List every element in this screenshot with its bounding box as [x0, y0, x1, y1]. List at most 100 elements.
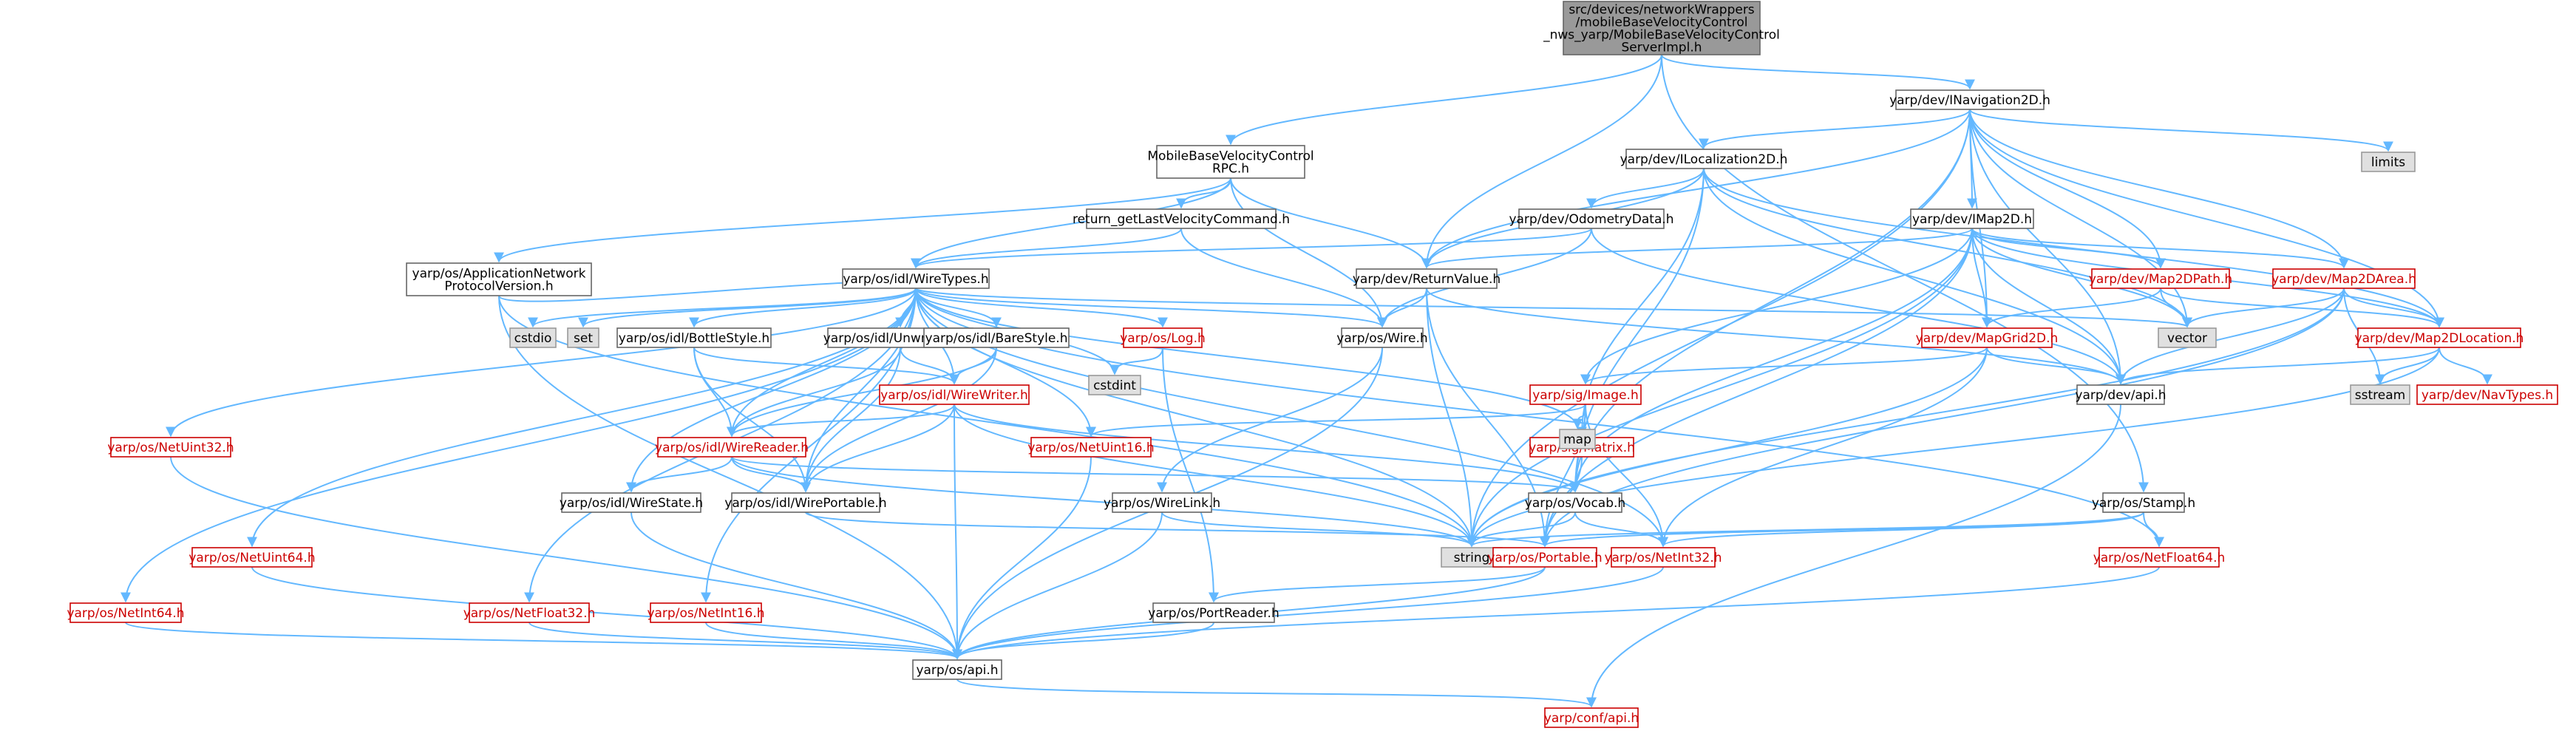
node-wirewriter[interactable]: yarp/os/idl/WireWriter.h: [879, 384, 1030, 405]
edge-unwrapped-wirereader: [727, 347, 901, 438]
node-label: yarp/os/idl/WireReader.h: [655, 441, 809, 455]
node-map2darea[interactable]: yarp/dev/Map2DArea.h: [2271, 268, 2416, 289]
node-barestyle[interactable]: yarp/os/idl/BareStyle.h: [923, 327, 1070, 348]
edge-wirereader-wirestate: [626, 456, 733, 493]
node-map[interactable]: map: [1559, 429, 1596, 449]
node-set[interactable]: set: [567, 327, 599, 348]
node-label: yarp/os/Wire.h: [1336, 331, 1427, 346]
edge-stamp-string: [1467, 511, 2144, 548]
node-box: [912, 659, 1002, 680]
node-label: yarp/dev/NavTypes.h: [2422, 388, 2553, 403]
node-wire[interactable]: yarp/os/Wire.h: [1336, 327, 1428, 348]
node-confapi[interactable]: yarp/conf/api.h: [1544, 707, 1639, 728]
node-box: [69, 602, 182, 623]
node-appnet[interactable]: yarp/os/ApplicationNetworkProtocolVersio…: [406, 262, 592, 296]
node-imap[interactable]: yarp/dev/IMap2D.h: [1910, 208, 2034, 229]
edge-imap-map2darea: [1971, 228, 2349, 269]
node-retval[interactable]: yarp/dev/ReturnValue.h: [1353, 268, 1501, 289]
node-wirereader[interactable]: yarp/os/idl/WireReader.h: [655, 437, 809, 458]
edge-wireportable-portable: [805, 511, 1550, 548]
node-label: return_getLastVelocityCommand.h: [1073, 212, 1290, 227]
node-label: yarp/os/WireLink.h: [1104, 496, 1220, 511]
node-vocab[interactable]: yarp/os/Vocab.h: [1525, 492, 1625, 513]
edge-map2darea-map2dloc: [2343, 288, 2444, 328]
node-label: cstdint: [1093, 378, 1136, 393]
node-box: [191, 547, 313, 568]
node-box: [2102, 492, 2185, 513]
edge-root-mbvcrpc: [1226, 54, 1662, 146]
node-netfloat64[interactable]: yarp/os/NetFloat64.h: [2093, 547, 2226, 568]
node-label: yarp/os/Vocab.h: [1525, 496, 1625, 511]
node-netuint32[interactable]: yarp/os/NetUint32.h: [107, 437, 234, 458]
node-devapi[interactable]: yarp/dev/api.h: [2075, 384, 2167, 405]
edge-sigimage-netint32: [1585, 404, 1668, 548]
node-bottlestyle[interactable]: yarp/os/idl/BottleStyle.h: [616, 327, 772, 348]
node-log[interactable]: yarp/os/Log.h: [1120, 327, 1206, 348]
node-iloc[interactable]: yarp/dev/ILocalization2D.h: [1620, 149, 1788, 169]
edge-mbvcrpc-wiretypes: [911, 177, 1231, 269]
node-limits[interactable]: limits: [2361, 152, 2416, 172]
node-root[interactable]: src/devices/networkWrappers/mobileBaseVe…: [1543, 1, 1780, 55]
node-map2dpath[interactable]: yarp/dev/Map2DPath.h: [2089, 268, 2232, 289]
node-retglv[interactable]: return_getLastVelocityCommand.h: [1073, 208, 1290, 229]
edge-wirewriter-vocab: [954, 404, 1580, 493]
node-osapi[interactable]: yarp/os/api.h: [912, 659, 1002, 680]
edge-netfloat64-osapi: [952, 566, 2160, 660]
node-stamp[interactable]: yarp/os/Stamp.h: [2092, 492, 2195, 513]
edge-imap-mapgrid: [1971, 228, 1992, 328]
node-netint16[interactable]: yarp/os/NetInt16.h: [647, 602, 765, 623]
edge-mapgrid-sigimage: [1580, 347, 1988, 385]
node-portreader[interactable]: yarp/os/PortReader.h: [1148, 602, 1279, 623]
edge-sigimage-portable: [1540, 404, 1586, 548]
edge-inav-map2darea: [1969, 109, 2349, 269]
node-label: yarp/os/idl/WireWriter.h: [880, 388, 1028, 403]
node-vector[interactable]: vector: [2158, 327, 2217, 348]
node-cstdint[interactable]: cstdint: [1088, 375, 1141, 395]
edge-iloc-vector: [1703, 168, 2192, 328]
node-box: [1529, 384, 1642, 405]
edge-inav-map2dloc: [1969, 109, 2444, 328]
edge-retval-wire: [1377, 288, 1427, 328]
edge-wiretypes-wirestate: [626, 288, 917, 493]
node-box: [616, 327, 772, 348]
edge-portable-portreader: [1209, 566, 1546, 603]
node-wireportable[interactable]: yarp/os/idl/WirePortable.h: [724, 492, 887, 513]
node-netfloat32[interactable]: yarp/os/NetFloat32.h: [463, 602, 596, 623]
node-label: yarp/sig/Image.h: [1532, 388, 1639, 403]
node-cstdio[interactable]: cstdio: [509, 327, 557, 348]
edge-wiretypes-map: [915, 288, 1583, 429]
node-label: string: [1454, 551, 1490, 565]
edge-iloc-odom: [1586, 168, 1705, 209]
node-sstream[interactable]: sstream: [2350, 384, 2410, 405]
node-sigimage[interactable]: yarp/sig/Image.h: [1529, 384, 1642, 405]
node-label: yarp/os/ApplicationNetwork: [412, 267, 586, 282]
node-label: cstdio: [514, 331, 552, 346]
node-wirestate[interactable]: yarp/os/idl/WireState.h: [560, 492, 703, 513]
node-label: yarp/dev/INavigation2D.h: [1889, 93, 2050, 108]
node-box: [406, 262, 592, 296]
node-wirelink[interactable]: yarp/os/WireLink.h: [1104, 492, 1220, 513]
node-netuint64[interactable]: yarp/os/NetUint64.h: [188, 547, 316, 568]
edge-wiretypes-wire: [915, 288, 1387, 328]
node-wiretypes[interactable]: yarp/os/idl/WireTypes.h: [842, 268, 990, 289]
node-box: [1895, 89, 2045, 110]
node-netint64[interactable]: yarp/os/NetInt64.h: [67, 602, 185, 623]
node-portable[interactable]: yarp/os/Portable.h: [1487, 547, 1603, 568]
edge-appnet-string: [498, 295, 1477, 548]
edge-inav-map2dpath: [1969, 109, 2166, 269]
node-mapgrid[interactable]: yarp/dev/MapGrid2D.h: [1916, 327, 2059, 348]
node-odom[interactable]: yarp/dev/OdometryData.h: [1509, 208, 1674, 229]
node-map2dloc[interactable]: yarp/dev/Map2DLocation.h: [2355, 327, 2524, 348]
node-inav[interactable]: yarp/dev/INavigation2D.h: [1889, 89, 2050, 110]
node-navtypes[interactable]: yarp/dev/NavTypes.h: [2416, 384, 2558, 405]
node-netuint16[interactable]: yarp/os/NetUint16.h: [1027, 437, 1155, 458]
edge-netfloat32-osapi: [529, 622, 962, 660]
node-box: [1030, 437, 1152, 458]
node-netint32[interactable]: yarp/os/NetInt32.h: [1604, 547, 1722, 568]
node-label: yarp/dev/Map2DLocation.h: [2355, 331, 2524, 346]
edge-wirelink-osapi: [952, 511, 1163, 660]
edge-devapi-confapi: [1586, 404, 2121, 708]
node-label: yarp/os/NetInt64.h: [67, 606, 184, 621]
